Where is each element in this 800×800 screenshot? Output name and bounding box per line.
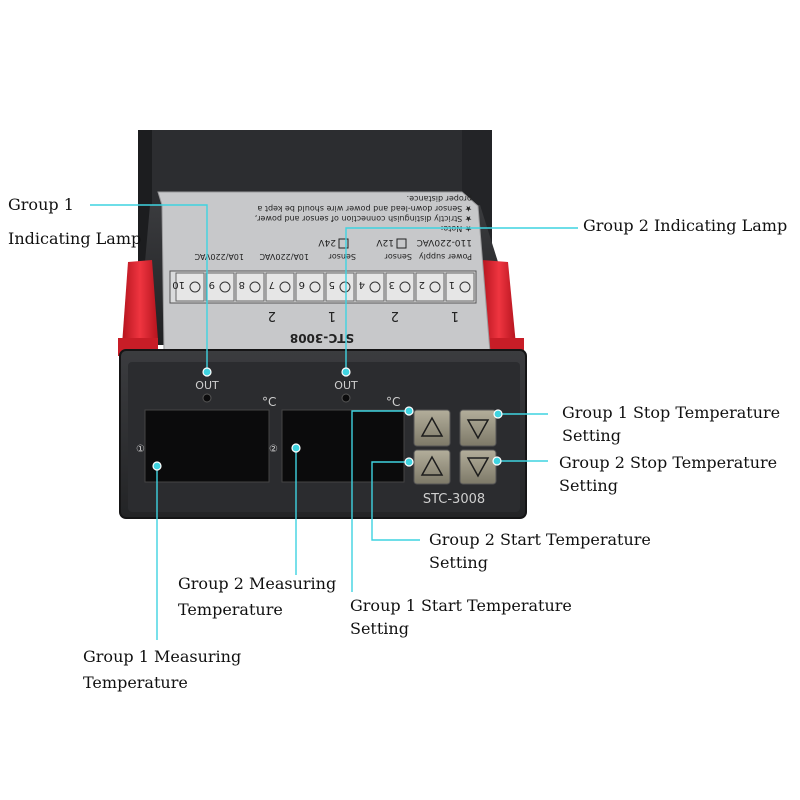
triangle-down-icon <box>466 419 490 440</box>
terminal-number: 10 <box>172 279 185 290</box>
callout-g1-measure-line2: Temperature <box>83 673 188 692</box>
terminal-number: 7 <box>269 279 275 290</box>
callout-g2-measure-line2: Temperature <box>178 600 283 619</box>
sticker-sensor-2: Sensor <box>328 252 356 261</box>
terminal-screw-icon <box>249 281 261 293</box>
callout-g2-start-line2: Setting <box>429 553 488 572</box>
callout-g2-measure-line1: Group 2 Measuring <box>178 574 336 593</box>
checkbox-24v <box>338 238 349 249</box>
leader-group1-lamp <box>90 204 208 370</box>
sticker-note-2: ★ Strictly distinguish connection of sen… <box>255 214 472 223</box>
triangle-up-icon <box>420 455 444 476</box>
callout-g1-start-line2: Setting <box>350 619 409 638</box>
left-clip <box>122 260 158 345</box>
sticker-note-4: proper distance. <box>407 194 472 203</box>
triangle-up-icon <box>420 416 444 437</box>
group1-start-up-button[interactable] <box>413 409 451 447</box>
terminal-screw-icon <box>369 281 381 293</box>
sticker-12v: 12V <box>376 237 394 247</box>
terminal-group-4: 2 <box>268 308 276 323</box>
callout-group1-lamp-line2: Indicating Lamp <box>8 229 141 248</box>
group1-stop-button[interactable] <box>459 409 497 447</box>
group2-display <box>281 409 405 483</box>
unit-label-2: °C <box>386 395 400 409</box>
sticker-note-3: ★ Sensor down-lead and power wire should… <box>257 204 472 213</box>
triangle-down-icon <box>466 457 490 478</box>
sticker-relay-2: 10A/220VAC <box>194 252 244 261</box>
display-2-marker: ② <box>269 444 278 455</box>
leader-g2-start <box>371 461 420 541</box>
right-clip <box>482 260 516 345</box>
terminal-screw-icon <box>279 281 291 293</box>
group2-stop-button[interactable] <box>459 449 497 485</box>
sticker-relay-1: 10A/220VAC <box>259 252 309 261</box>
terminal-number: 4 <box>359 279 365 290</box>
leader-g1-start <box>351 410 409 592</box>
label-sticker: STC-3008 1 2 3 4 5 6 7 8 9 10 1 2 1 2 Power suppl… <box>157 191 491 353</box>
sticker-24v: 24V <box>318 237 336 247</box>
sticker-voltage: 110-220VAC <box>417 237 472 247</box>
display-1-marker: ① <box>136 444 145 455</box>
unit-label-1: °C <box>262 395 276 409</box>
terminal-screw-icon <box>189 281 201 293</box>
callout-g1-stop-line1: Group 1 Stop Temperature <box>562 403 780 422</box>
terminal-group-3: 1 <box>328 308 336 323</box>
callout-group1-lamp-line1: Group 1 <box>8 195 74 214</box>
callout-g1-stop-line2: Setting <box>562 426 621 445</box>
terminal-screw-icon <box>399 281 411 293</box>
terminal-number: 5 <box>329 279 335 290</box>
terminal-screw-icon <box>429 281 441 293</box>
terminal-number: 3 <box>389 279 395 290</box>
terminal-screw-icon <box>459 281 471 293</box>
callout-g2-start-line1: Group 2 Start Temperature <box>429 530 651 549</box>
terminal-number: 2 <box>419 279 425 290</box>
group2-indicator-lamp <box>341 393 351 403</box>
checkbox-12v <box>396 238 407 249</box>
terminal-group-1: 1 <box>451 308 459 323</box>
housing-back <box>148 130 480 205</box>
terminal-strip: 1 2 3 4 5 6 7 8 9 10 <box>169 270 477 304</box>
sticker-model: STC-3008 <box>290 331 354 345</box>
callout-g2-stop-line2: Setting <box>559 476 618 495</box>
terminal-screw-icon <box>219 281 231 293</box>
group1-display <box>144 409 270 483</box>
terminal-group-2: 2 <box>391 308 399 323</box>
terminal-number: 8 <box>239 279 245 290</box>
terminal-screw-icon <box>309 281 321 293</box>
front-panel: OUT OUT °C °C ① ② STC-3008 <box>119 349 527 519</box>
terminal-number: 9 <box>209 279 215 290</box>
callout-group2-lamp: Group 2 Indicating Lamp <box>583 216 787 235</box>
sticker-sensor-1: Sensor <box>384 252 412 261</box>
terminal-screw-icon <box>339 281 351 293</box>
group1-indicator-lamp <box>202 393 212 403</box>
front-model-label: STC-3008 <box>423 492 485 507</box>
callout-labels: Group 1 Indicating Lamp Group 2 Indicati… <box>8 195 787 692</box>
sticker-power: Power supply <box>419 252 472 261</box>
group2-start-button[interactable] <box>413 449 451 485</box>
leader-lines <box>90 204 578 640</box>
leader-group2-lamp <box>345 227 578 370</box>
out-label-1: OUT <box>195 379 219 392</box>
callout-g1-measure-line1: Group 1 Measuring <box>83 647 241 666</box>
callout-g1-start-line1: Group 1 Start Temperature <box>350 596 572 615</box>
out-label-2: OUT <box>334 379 358 392</box>
callout-g2-stop-line1: Group 2 Stop Temperature <box>559 453 777 472</box>
terminal-cell <box>175 272 205 302</box>
terminal-number: 1 <box>449 279 455 290</box>
terminal-number: 6 <box>299 279 305 290</box>
